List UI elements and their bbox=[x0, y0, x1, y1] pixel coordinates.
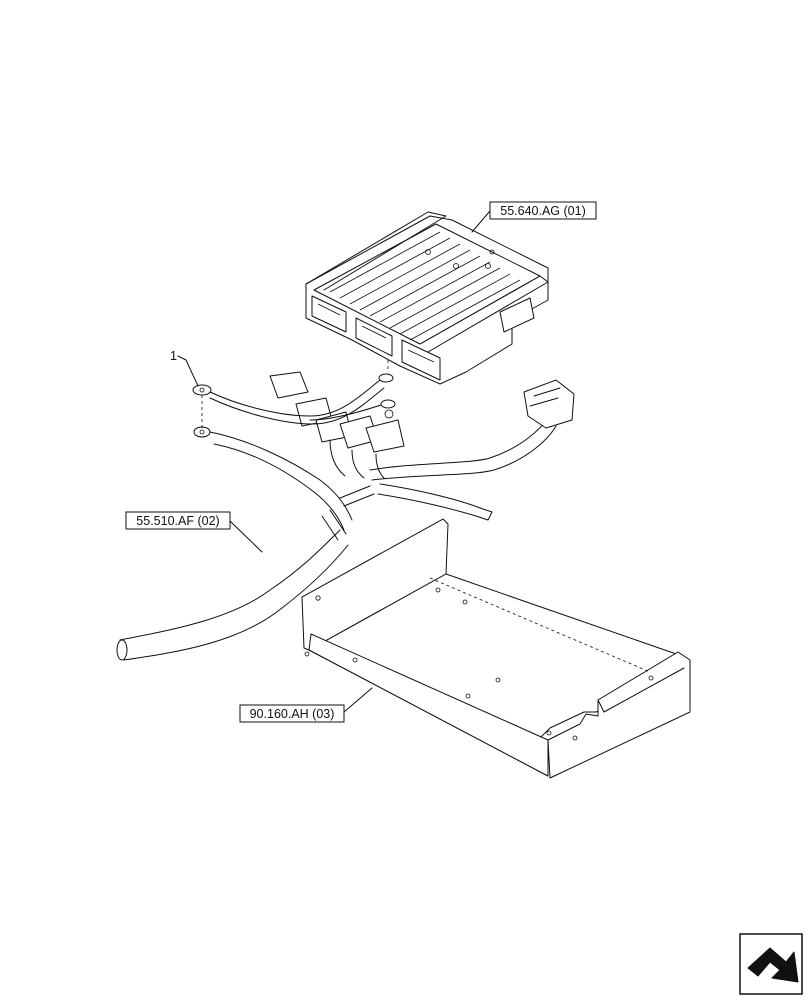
callout-ecu[interactable]: 55.640.AG (01) bbox=[471, 201, 597, 233]
callout-ecu-label: 55.640.AG (01) bbox=[500, 204, 585, 218]
callout-harness[interactable]: 55.510.AF (02) bbox=[125, 511, 263, 553]
callout-item-1-label: 1 bbox=[170, 349, 177, 363]
wiring-harness bbox=[116, 371, 575, 661]
ground-strap bbox=[192, 336, 396, 428]
callout-item-1[interactable]: 1 bbox=[170, 349, 199, 387]
callout-bracket-label: 90.160.AH (03) bbox=[250, 707, 335, 721]
next-page-arrow-icon[interactable] bbox=[739, 933, 803, 995]
mounting-bracket bbox=[301, 518, 691, 779]
callout-harness-label: 55.510.AF (02) bbox=[136, 514, 219, 528]
callout-bracket[interactable]: 90.160.AH (03) bbox=[239, 687, 373, 723]
electronic-control-unit bbox=[305, 211, 549, 385]
